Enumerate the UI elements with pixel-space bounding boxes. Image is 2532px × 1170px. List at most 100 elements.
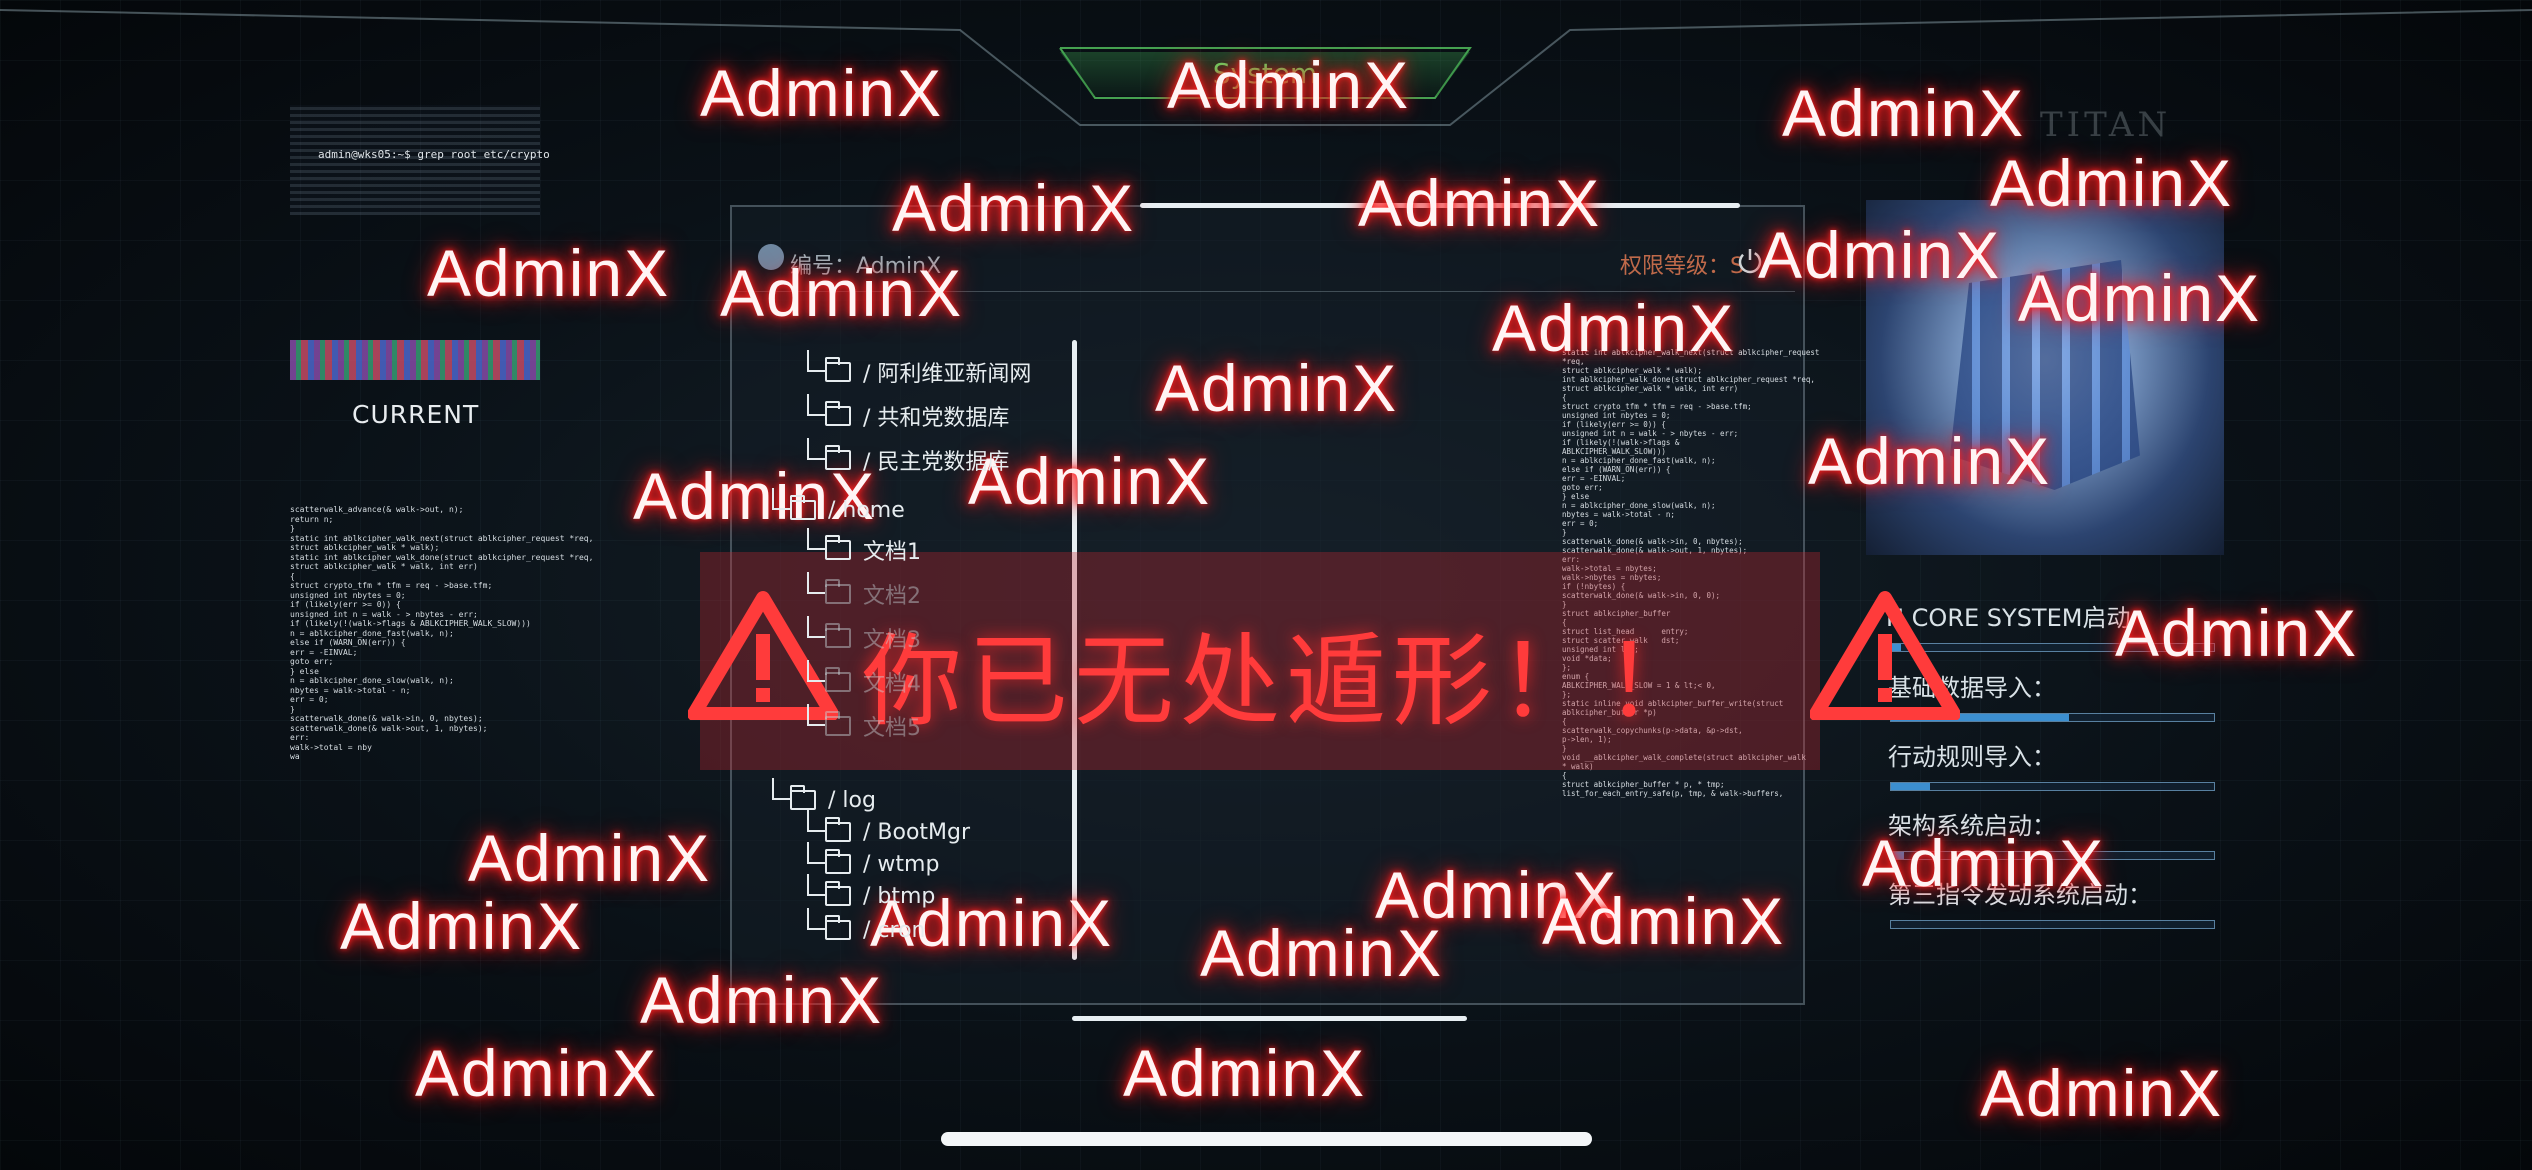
file-panel — [730, 205, 1805, 1005]
adminx-spam-label: AdminX — [968, 444, 1212, 518]
tree-item[interactable]: / wtmp — [825, 849, 939, 879]
folder-icon — [825, 623, 851, 648]
adminx-spam-label: AdminX — [1492, 291, 1736, 365]
tree-item[interactable]: / home — [790, 495, 905, 525]
tree-branch — [807, 528, 825, 550]
warning-text: 你已无处遁形！！ — [862, 623, 1710, 740]
folder-icon — [825, 849, 851, 874]
adminx-spam-label: AdminX — [700, 56, 944, 130]
tree-item[interactable]: 文档1 — [825, 535, 921, 565]
tree-branch — [772, 488, 790, 510]
adminx-spam-label: AdminX — [1862, 826, 2106, 900]
folder-icon — [825, 401, 851, 426]
tree-item-label: 文档2 — [863, 584, 921, 609]
tree-branch — [807, 394, 825, 416]
boot-progress-bar — [1890, 782, 2215, 791]
adminx-spam-label: AdminX — [1123, 1036, 1367, 1110]
adminx-spam-label: AdminX — [720, 256, 964, 330]
folder-icon — [790, 785, 816, 810]
adminx-spam-label: AdminX — [340, 889, 584, 963]
warning-icon-left — [688, 591, 838, 720]
home-indicator[interactable] — [941, 1132, 1592, 1146]
adminx-spam-label: AdminX — [1758, 218, 2002, 292]
tree-item[interactable]: 文档4 — [825, 667, 921, 697]
adminx-spam-label: AdminX — [1358, 166, 1602, 240]
adminx-spam-label: AdminX — [2018, 261, 2262, 335]
tree-item-label: / 阿利维亚新闻网 — [863, 362, 1032, 387]
tree-item-label: / home — [828, 497, 905, 523]
tree-branch — [807, 350, 825, 372]
tree-item[interactable]: / BootMgr — [825, 817, 970, 847]
folder-icon — [790, 495, 816, 520]
tree-branch — [807, 660, 825, 682]
folder-icon — [825, 535, 851, 560]
panel-header — [735, 236, 1795, 292]
tree-item-label: 文档3 — [863, 628, 921, 653]
adminx-spam-label: AdminX — [1155, 351, 1399, 425]
warning-icon-right — [1810, 591, 1960, 720]
folder-icon — [825, 445, 851, 470]
titan-tower — [1950, 260, 2140, 490]
tree-branch — [807, 842, 825, 864]
adminx-spam-label: AdminX — [1782, 76, 2026, 150]
code-left: scatterwalk_advance(& walk->out, n); ret… — [290, 505, 593, 761]
tree-branch — [807, 874, 825, 896]
adminx-spam-label: AdminX — [468, 821, 712, 895]
glitch-strip — [290, 340, 540, 380]
tree-item-label: 文档5 — [863, 716, 921, 741]
permission-level-label: 权限等级：S — [1620, 254, 1744, 279]
boot-progress-fill — [1891, 783, 1930, 790]
tree-item-label: 文档1 — [863, 540, 921, 565]
tree-item[interactable]: / 阿利维亚新闻网 — [825, 357, 1031, 387]
boot-row-label: 架构系统启动： — [1888, 812, 2056, 840]
user-id-label: 编号：AdminX — [790, 254, 942, 279]
tree-item-label: / btmp — [863, 883, 936, 909]
tree-item-label: 文档4 — [863, 672, 921, 697]
boot-row-label: 行动规则导入： — [1888, 743, 2056, 771]
tree-item-label: / wtmp — [863, 851, 940, 877]
adminx-spam-label: AdminX — [633, 459, 877, 533]
boot-progress-bar — [1890, 920, 2215, 929]
tree-item-label: / log — [828, 787, 876, 813]
adminx-spam-label: AdminX — [1200, 916, 1444, 990]
tree-branch — [807, 616, 825, 638]
boot-progress-fill — [1891, 852, 1904, 859]
folder-icon — [825, 711, 851, 736]
tree-item[interactable]: / btmp — [825, 881, 935, 911]
boot-progress-bar — [1890, 851, 2215, 860]
terminal-command: admin@wks05:~$ grep root etc/crypto — [318, 148, 550, 161]
tree-item[interactable]: / 共和党数据库 — [825, 401, 1009, 431]
warning-banner — [700, 552, 1820, 770]
system-label: System — [1060, 52, 1470, 96]
adminx-spam-label: AdminX — [892, 171, 1136, 245]
tree-item-label: / BootMgr — [863, 819, 971, 845]
tree-item[interactable]: 文档3 — [825, 623, 921, 653]
avatar — [758, 244, 784, 270]
folder-icon — [825, 881, 851, 906]
terminal-thumbnail — [290, 105, 540, 215]
power-icon[interactable] — [1735, 246, 1765, 276]
titan-label: TITAN — [2040, 105, 2172, 145]
tree-branch — [772, 778, 790, 800]
adminx-spam-label: AdminX — [1990, 146, 2234, 220]
tree-item[interactable]: / log — [790, 785, 876, 815]
tree-item-label: / 民主党数据库 — [863, 450, 1010, 475]
tree-item-label: / cron — [863, 917, 926, 943]
folder-icon — [825, 817, 851, 842]
tree-branch — [807, 438, 825, 460]
adminx-spam-label: AdminX — [1375, 858, 1619, 932]
hud-top-frame — [0, 9, 2532, 126]
boot-progress-fill — [1891, 644, 1901, 651]
boot-row-label: 第三指令发动系统启动： — [1888, 881, 2152, 909]
adminx-spam-label: AdminX — [1167, 48, 1411, 122]
adminx-spam-label: AdminX — [2115, 596, 2359, 670]
folder-icon — [825, 357, 851, 382]
tree-item[interactable]: 文档5 — [825, 711, 921, 741]
tree-item-label: / 共和党数据库 — [863, 406, 1010, 431]
tree-item[interactable]: / 民主党数据库 — [825, 445, 1009, 475]
adminx-spam-label: AdminX — [1542, 884, 1786, 958]
tree-item[interactable]: / cron — [825, 915, 925, 945]
tree-item[interactable]: 文档2 — [825, 579, 921, 609]
file-tree-scrollbar[interactable] — [1072, 340, 1077, 960]
adminx-spam-label: AdminX — [415, 1036, 659, 1110]
